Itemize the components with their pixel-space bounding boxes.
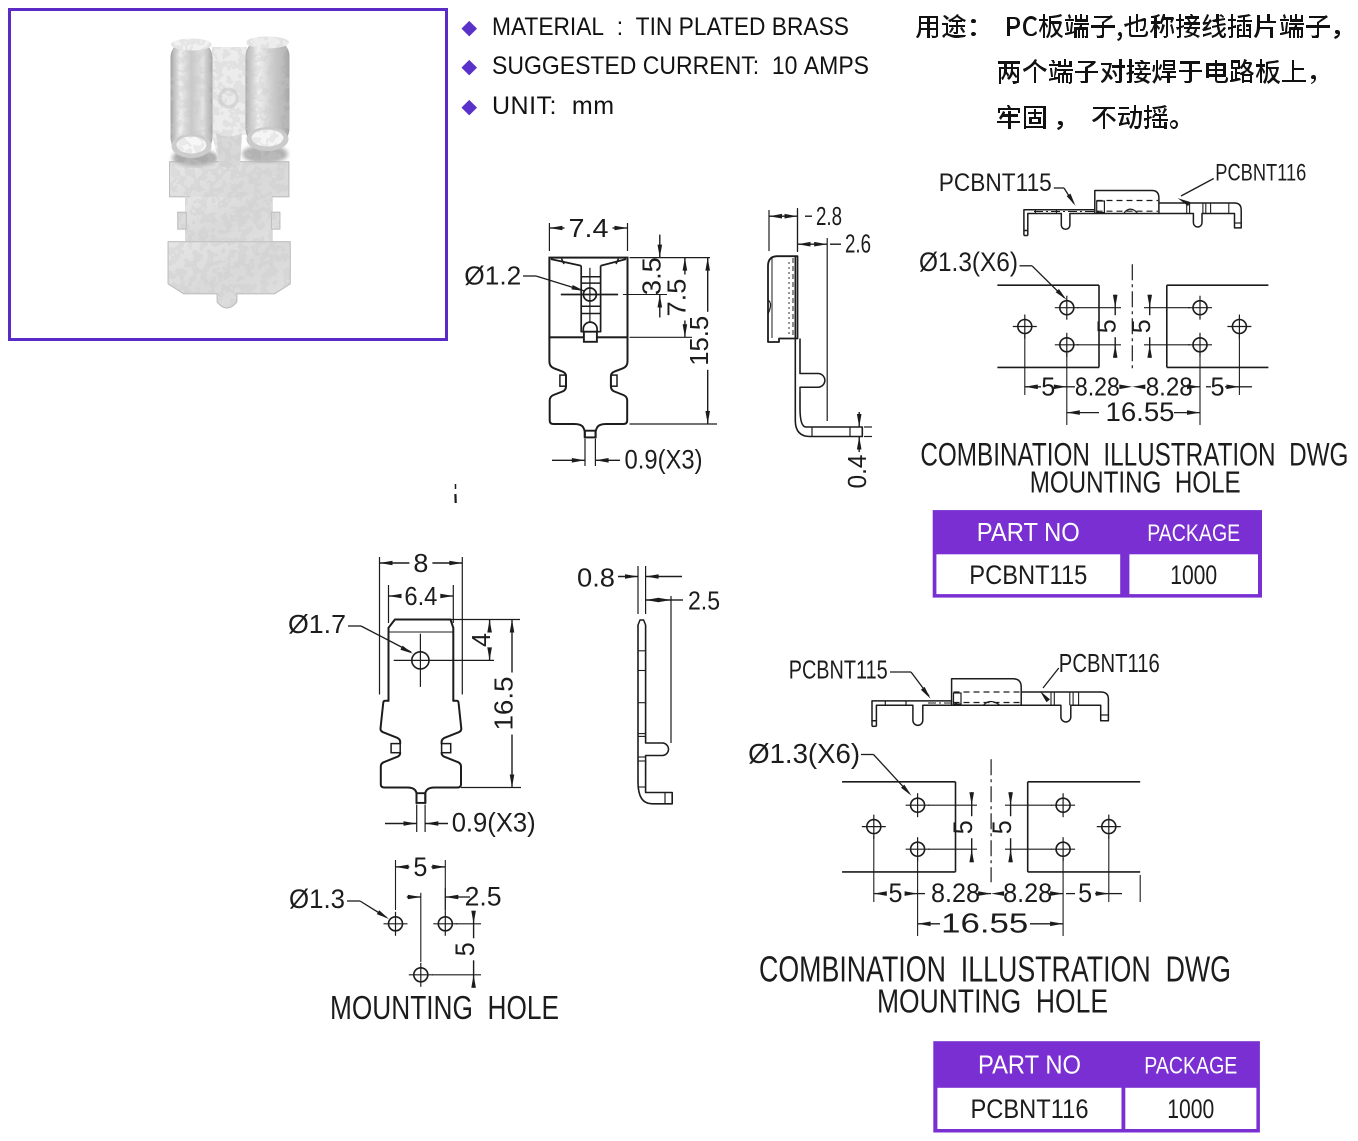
svg-text:7.4: 7.4 — [569, 213, 609, 243]
svg-text:5: 5 — [889, 878, 903, 908]
svg-text:7.5: 7.5 — [661, 279, 691, 317]
svg-text:2.8: 2.8 — [816, 201, 842, 231]
svg-text:0.9(X3): 0.9(X3) — [452, 808, 536, 838]
svg-text:4: 4 — [466, 633, 496, 647]
svg-text:Ø1.3(X6): Ø1.3(X6) — [748, 738, 860, 769]
svg-text:5: 5 — [987, 820, 1017, 834]
svg-text:1000: 1000 — [1170, 560, 1217, 590]
svg-text:5: 5 — [1078, 878, 1092, 908]
svg-text:16.55: 16.55 — [941, 908, 1028, 939]
svg-text:6.4: 6.4 — [404, 581, 437, 611]
svg-text:PCBNT116: PCBNT116 — [1215, 160, 1306, 187]
svg-text:5: 5 — [948, 820, 978, 834]
svg-text:5: 5 — [450, 942, 480, 956]
svg-text:1000: 1000 — [1167, 1094, 1214, 1124]
svg-text:Ø1.7: Ø1.7 — [288, 609, 346, 639]
svg-text:3.5: 3.5 — [636, 257, 666, 295]
svg-text:Ø1.2: Ø1.2 — [464, 261, 521, 291]
svg-text:PACKAGE: PACKAGE — [1147, 520, 1240, 547]
svg-text:16.5: 16.5 — [489, 677, 519, 731]
svg-text:PART NO: PART NO — [978, 1050, 1081, 1080]
svg-text:8.28: 8.28 — [1146, 371, 1193, 401]
svg-text:PCBNT116: PCBNT116 — [1059, 648, 1160, 678]
svg-text:Ø1.3(X6): Ø1.3(X6) — [919, 247, 1018, 277]
svg-text:PCBNT115: PCBNT115 — [789, 655, 888, 685]
svg-text:MOUNTING HOLE: MOUNTING HOLE — [877, 983, 1108, 1020]
svg-text:8.28: 8.28 — [1075, 371, 1120, 401]
svg-text:15.5: 15.5 — [684, 316, 714, 366]
svg-text:2.5: 2.5 — [465, 882, 502, 912]
svg-text:0.4: 0.4 — [842, 455, 872, 489]
svg-text:MOUNTING HOLE: MOUNTING HOLE — [1030, 465, 1241, 500]
svg-text:5: 5 — [413, 852, 427, 882]
svg-text:5: 5 — [1041, 371, 1055, 401]
svg-text:PART NO: PART NO — [977, 517, 1080, 547]
svg-text:COMBINATION ILLUSTRATION DWG: COMBINATION ILLUSTRATION DWG — [920, 437, 1348, 473]
svg-text:8: 8 — [413, 548, 428, 578]
svg-text:5: 5 — [1211, 371, 1225, 401]
svg-text:16.55: 16.55 — [1106, 397, 1175, 427]
svg-text:PACKAGE: PACKAGE — [1144, 1053, 1237, 1080]
svg-text:0.8: 0.8 — [577, 563, 615, 593]
svg-text:PCBNT115: PCBNT115 — [969, 560, 1087, 590]
svg-text:8.28: 8.28 — [931, 878, 980, 908]
svg-text:PCBNT115: PCBNT115 — [939, 169, 1052, 197]
svg-text:8.28: 8.28 — [1003, 878, 1052, 908]
svg-text:0.9(X3): 0.9(X3) — [625, 445, 703, 475]
svg-text:5: 5 — [1092, 319, 1122, 333]
svg-text:PCBNT116: PCBNT116 — [971, 1094, 1089, 1124]
svg-text:2.6: 2.6 — [845, 229, 871, 259]
svg-text:COMBINATION ILLUSTRATION DWG: COMBINATION ILLUSTRATION DWG — [759, 949, 1231, 990]
svg-text:MOUNTING HOLE: MOUNTING HOLE — [330, 989, 559, 1026]
svg-text:2.5: 2.5 — [688, 586, 720, 616]
svg-text:5: 5 — [1126, 319, 1156, 333]
svg-text:Ø1.3: Ø1.3 — [289, 884, 345, 914]
